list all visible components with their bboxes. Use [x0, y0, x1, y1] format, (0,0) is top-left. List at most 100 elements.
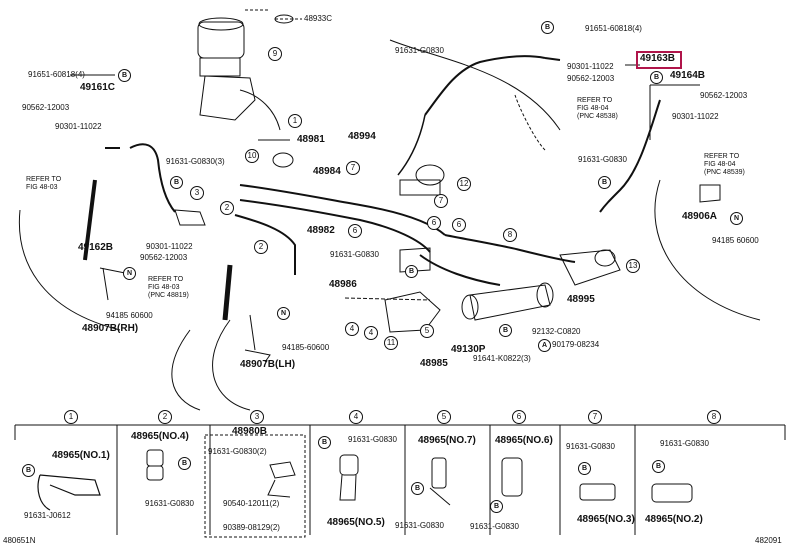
bolt-mark-b[interactable]: B [318, 436, 331, 449]
callout-8[interactable]: 8 [503, 228, 517, 242]
detail-bolt-label[interactable]: 91631-G0830 [660, 439, 709, 448]
bolt-mark-b[interactable]: B [22, 464, 35, 477]
bolt-mark-b[interactable]: B [499, 324, 512, 337]
bolt-mark-b[interactable]: B [578, 462, 591, 475]
detail-part-label[interactable]: 48965(NO.5) [327, 517, 385, 528]
part-label[interactable]: 94185-60600 [282, 343, 330, 352]
part-label[interactable]: 48907B(LH) [240, 359, 296, 370]
callout-4[interactable]: 4 [364, 326, 378, 340]
callout-6[interactable]: 6 [427, 216, 441, 230]
callout-4[interactable]: 4 [345, 322, 359, 336]
part-label[interactable]: 49130P [451, 344, 486, 355]
reference-note: (PNC 48539) [704, 169, 745, 176]
detail-bolt-label[interactable]: 91631-G0830 [348, 435, 397, 444]
part-label[interactable]: 90301-11022 [55, 122, 102, 131]
bolt-mark-b[interactable]: B [541, 21, 554, 34]
bolt-mark-b[interactable]: B [178, 457, 191, 470]
part-label[interactable]: 90562-12003 [140, 253, 188, 262]
part-label[interactable]: 48907B(RH) [82, 323, 139, 334]
bolt-mark-b[interactable]: B [490, 500, 503, 513]
part-label[interactable]: 91631-G0830 [395, 46, 444, 55]
part-label[interactable]: 90562-12003 [567, 74, 615, 83]
part-label[interactable]: 94185 60600 [712, 236, 759, 245]
callout-2[interactable]: 2 [220, 201, 234, 215]
detail-part-label[interactable]: 48965(NO.1) [52, 450, 110, 461]
detail-number-1[interactable]: 1 [64, 410, 78, 424]
bolt-mark-b[interactable]: B [170, 176, 183, 189]
callout-1[interactable]: 1 [288, 114, 302, 128]
part-label[interactable]: 48984 [313, 166, 341, 177]
detail-part-label[interactable]: 48965(NO.4) [131, 431, 189, 442]
part-label[interactable]: 49162B [78, 242, 114, 253]
callout-10[interactable]: 10 [245, 149, 259, 163]
part-label[interactable]: 90301-11022 [672, 112, 719, 121]
bolt-mark-b[interactable]: B [405, 265, 418, 278]
callout-13[interactable]: 13 [626, 259, 640, 273]
detail-bolt-label[interactable]: 91631-J0612 [24, 511, 71, 520]
part-label[interactable]: 90301-11022 [146, 242, 193, 251]
detail-part-label[interactable]: 48965(NO.2) [645, 514, 703, 525]
detail-part-label[interactable]: 48965(NO.6) [495, 435, 553, 446]
callout-9[interactable]: 9 [268, 47, 282, 61]
detail-part-label[interactable]: 48980B [232, 426, 268, 437]
detail-bolt-label[interactable]: 91631-G0830 [566, 442, 615, 451]
bolt-mark-b[interactable]: B [118, 69, 131, 82]
part-label[interactable]: 48986 [329, 279, 357, 290]
callout-11[interactable]: 11 [384, 336, 398, 350]
part-label[interactable]: 48982 [307, 225, 335, 236]
part-label[interactable]: 91631-G0830(3) [166, 157, 225, 166]
callout-3[interactable]: 3 [190, 186, 204, 200]
bolt-mark-n[interactable]: N [123, 267, 136, 280]
part-label[interactable]: 90179-08234 [552, 340, 600, 349]
detail-bolt-label[interactable]: 90540-12011(2) [223, 499, 280, 508]
bolt-mark-n[interactable]: N [730, 212, 743, 225]
part-label[interactable]: 48994 [348, 131, 376, 142]
detail-number-8[interactable]: 8 [707, 410, 721, 424]
detail-bolt-label[interactable]: 91631-G0830 [395, 521, 444, 530]
detail-number-6[interactable]: 6 [512, 410, 526, 424]
part-label[interactable]: 48995 [567, 294, 595, 305]
part-label[interactable]: 48906A [682, 211, 718, 222]
detail-bolt-label[interactable]: 91631-G0830 [145, 499, 194, 508]
part-label[interactable]: 48933C [304, 14, 333, 23]
part-label[interactable]: 49164B [670, 70, 706, 81]
detail-number-4[interactable]: 4 [349, 410, 363, 424]
callout-7[interactable]: 7 [434, 194, 448, 208]
detail-number-3[interactable]: 3 [250, 410, 264, 424]
detail-part-label[interactable]: 48965(NO.7) [418, 435, 476, 446]
detail-number-7[interactable]: 7 [588, 410, 602, 424]
bolt-mark-b[interactable]: B [411, 482, 424, 495]
detail-bolt-label[interactable]: 90389-08129(2) [223, 523, 280, 532]
part-label[interactable]: 91641-K0822(3) [473, 354, 531, 363]
callout-12[interactable]: 12 [457, 177, 471, 191]
detail-number-5[interactable]: 5 [437, 410, 451, 424]
callout-7[interactable]: 7 [346, 161, 360, 175]
part-label[interactable]: 94185 60600 [106, 311, 153, 320]
part-label[interactable]: 90301-11022 [567, 62, 614, 71]
part-label[interactable]: 92132-C0820 [532, 327, 581, 336]
detail-number-2[interactable]: 2 [158, 410, 172, 424]
bolt-mark-b[interactable]: B [652, 460, 665, 473]
detail-bolt-label[interactable]: 91631-G0830(2) [208, 447, 267, 456]
part-label[interactable]: 48985 [420, 358, 448, 369]
part-label[interactable]: 48981 [297, 134, 325, 145]
part-label[interactable]: 91651-60818(4) [585, 24, 642, 33]
callout-5[interactable]: 5 [420, 324, 434, 338]
callout-6[interactable]: 6 [348, 224, 362, 238]
bolt-mark-b[interactable]: B [598, 176, 611, 189]
callout-6[interactable]: 6 [452, 218, 466, 232]
part-label[interactable]: 91631-G0830 [330, 250, 379, 259]
bolt-mark-b[interactable]: B [650, 71, 663, 84]
detail-bolt-label[interactable]: 91631-G0830 [470, 522, 519, 531]
bolt-mark-n[interactable]: N [277, 307, 290, 320]
detail-part-label[interactable]: 48965(NO.3) [577, 514, 635, 525]
part-label-49163b[interactable]: 49163B [640, 53, 676, 64]
part-label[interactable]: 90562-12003 [22, 103, 70, 112]
part-label[interactable]: 49161C [80, 82, 116, 93]
part-label[interactable]: 91651-60818(4) [28, 70, 85, 79]
part-label[interactable]: 90562-12003 [700, 91, 748, 100]
callout-2[interactable]: 2 [254, 240, 268, 254]
bolt-mark-a[interactable]: A [538, 339, 551, 352]
part-label[interactable]: 91631-G0830 [578, 155, 627, 164]
